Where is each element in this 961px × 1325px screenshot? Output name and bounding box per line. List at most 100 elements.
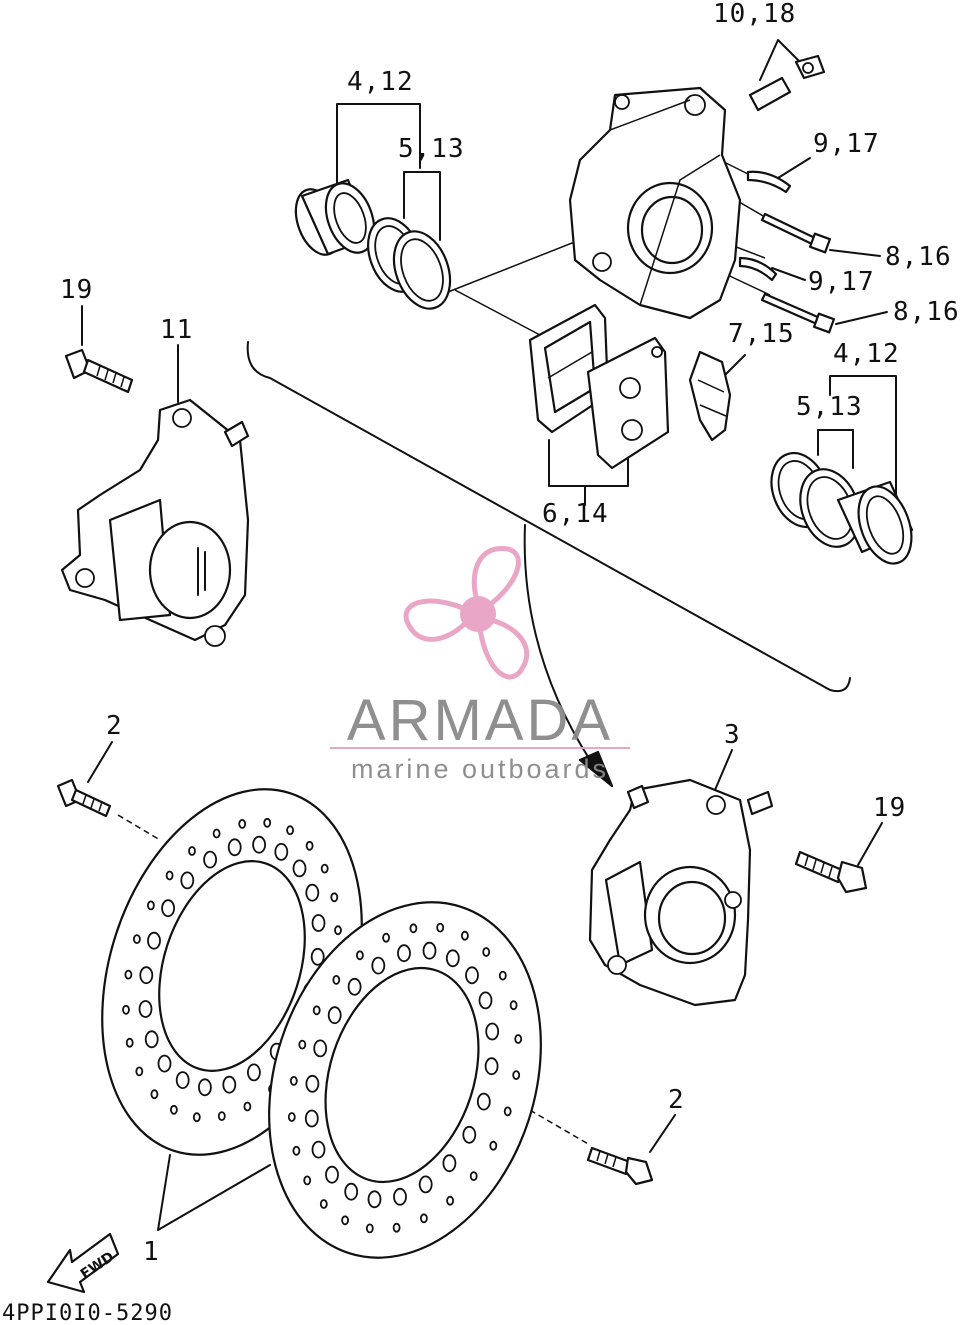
disc-left-hole (292, 859, 307, 878)
caliper-left-bleed (223, 420, 250, 448)
disc-left-hole (161, 899, 176, 918)
bracket-5-13-right (817, 429, 854, 469)
disc-left-small-hole (238, 819, 247, 829)
disc-right-hole (305, 1074, 320, 1093)
disc-left-hole (180, 871, 195, 890)
assembly-arrow-head (578, 750, 614, 788)
disc-right-small-hole (512, 1070, 521, 1080)
label-2-left: 2 (106, 711, 123, 741)
caliper-right-piston-face (657, 880, 727, 956)
disc-left-hole (310, 947, 325, 966)
disc-left-hole (227, 838, 242, 857)
clip-9-17-a (746, 170, 792, 194)
disc-left-small-hole (212, 828, 221, 839)
bolt-2-right (586, 1146, 654, 1186)
disc-left-small-hole (150, 1089, 159, 1100)
label-8-16-b: 8,16 (893, 297, 960, 327)
disc-right-small-hole (292, 1145, 301, 1156)
caliper-right (588, 778, 774, 1007)
bolt-19-right-threads (804, 855, 833, 878)
bolt-19-left (64, 348, 134, 394)
disc-right-hole (418, 1175, 433, 1194)
caliper-top-nipple (614, 94, 630, 110)
piston-top-inner (333, 192, 367, 244)
assembly-bracket (246, 341, 851, 788)
disc-left-small-hole (330, 892, 339, 903)
leader-19-right (857, 822, 883, 866)
leader-3 (714, 749, 733, 791)
leader-lines (81, 39, 897, 1231)
disc-right-small-hole (298, 1039, 307, 1050)
watermark: ARMADA marine outboards (330, 546, 630, 784)
disc-left-small-hole (122, 1004, 130, 1015)
leader-10-18 (759, 39, 801, 81)
disc-left-hole (138, 1000, 153, 1018)
leader-8-16-a (829, 249, 881, 257)
label-4-12-top: 4,12 (347, 67, 414, 97)
bleed-screw (748, 54, 826, 112)
disc-left-hole (246, 1063, 261, 1082)
label-5-13-right: 5,13 (796, 392, 863, 422)
pad-hole-b1 (619, 377, 641, 399)
pad-spring-shape (688, 350, 732, 442)
bolt-19-right-head (836, 860, 868, 894)
disc-left-hole (222, 1075, 237, 1094)
disc-left-hole (157, 1054, 172, 1073)
leader-2-right (649, 1114, 676, 1153)
disc-right-hole (344, 1182, 359, 1201)
bolt-2-left (56, 778, 112, 818)
bolt-19-right (794, 850, 868, 894)
pad-backing-b (586, 336, 670, 470)
pins-and-clips (738, 170, 836, 334)
bleed-screw-body (748, 76, 792, 112)
disc-right-hole (347, 977, 362, 996)
caliper-left-lower-hole (75, 568, 95, 588)
disc-right-small-hole (436, 922, 445, 933)
bolt-19-left-threads (96, 365, 125, 388)
bracket-5-13-top (403, 171, 441, 241)
disc-left-small-hole (188, 846, 196, 856)
pad-groove-a (547, 351, 593, 379)
disc-right-small-hole (312, 1005, 321, 1016)
disc-right-hole (325, 1165, 339, 1184)
disc-left-small-hole (192, 1112, 201, 1123)
seal-top-b-inner (400, 238, 444, 302)
disc-right-hole (371, 956, 386, 975)
label-1: 1 (143, 1237, 160, 1267)
disc-right-small-hole (319, 1199, 328, 1209)
caliper-left-piston (148, 520, 232, 620)
disc-left-small-hole (125, 1037, 134, 1048)
clip-9-17-b (738, 256, 778, 282)
caliper-top-piston-face (640, 195, 704, 265)
disc-left-small-hole (334, 925, 342, 936)
pad-hole-b2 (621, 419, 643, 441)
disc-left-inner (158, 860, 306, 1072)
disc-right-small-hole (382, 932, 391, 943)
disc-left-hole (203, 850, 218, 869)
disc-right-small-hole (355, 950, 364, 961)
disc-right-hole (327, 1006, 342, 1025)
caliper-right-pad (604, 860, 654, 967)
pad-spring-folds (697, 379, 727, 417)
bolt-2-right-shaft (586, 1146, 632, 1176)
disc-right-small-hole (409, 923, 418, 934)
disc-left-hole (311, 914, 326, 932)
align-line-pads (454, 289, 541, 336)
disc-left-small-hole (169, 1104, 178, 1115)
disc-right-hole (478, 991, 493, 1010)
disc-left-small-hole (135, 1066, 144, 1077)
pin-8-16-a-shaft (760, 212, 817, 246)
disc-right-hole (367, 1190, 382, 1209)
label-6-14: 6,14 (542, 499, 609, 529)
label-2-right: 2 (668, 1085, 685, 1115)
diagram-code: 4PPI0I0-5290 (2, 1301, 173, 1325)
label-8-16-a: 8,16 (885, 242, 952, 272)
disc-right-small-hole (341, 1215, 350, 1226)
disc-right-hole (485, 1022, 500, 1041)
disc-right-hole (465, 966, 479, 985)
bolt-2-right-head (624, 1156, 654, 1186)
bolt-19-left-shaft (82, 358, 134, 394)
disc-left-small-hole (320, 863, 329, 874)
